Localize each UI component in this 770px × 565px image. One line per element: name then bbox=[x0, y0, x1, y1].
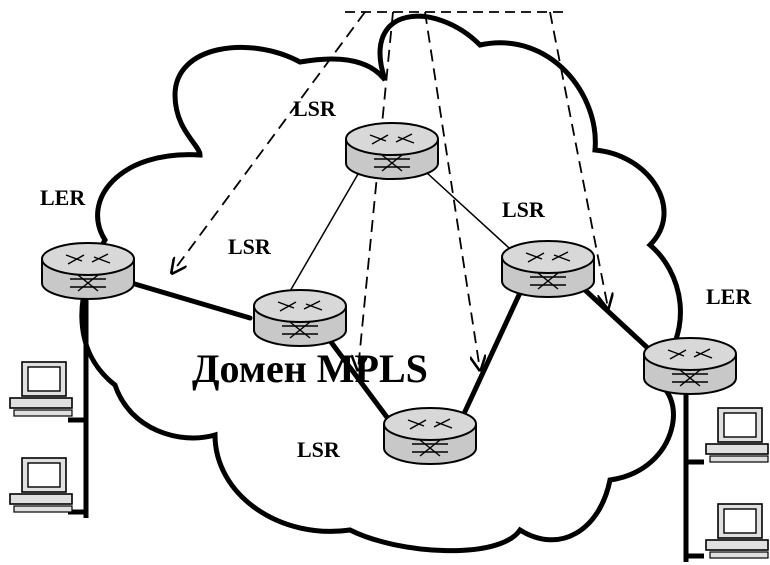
workstation-icon bbox=[705, 503, 769, 559]
ler-label-right: LER bbox=[706, 284, 752, 309]
ler-label-left: LER bbox=[40, 185, 86, 210]
router-icon bbox=[41, 242, 135, 300]
router-icon bbox=[501, 240, 595, 298]
router-icon bbox=[383, 407, 477, 465]
workstation-icon bbox=[9, 457, 73, 513]
thin-links bbox=[281, 161, 521, 306]
lsp-dashed-paths bbox=[172, 11, 608, 370]
router-icon bbox=[253, 289, 347, 347]
lsr-label-top: LSR bbox=[293, 96, 337, 121]
workstation-icon bbox=[705, 407, 769, 463]
diagram-title: Домен MPLS bbox=[192, 346, 428, 391]
lsr-label-middle: LSR bbox=[228, 234, 272, 259]
router-icon bbox=[345, 122, 439, 180]
workstation-icon bbox=[9, 361, 73, 417]
lsr-label-right: LSR bbox=[502, 197, 546, 222]
router-icon bbox=[643, 337, 737, 395]
thick-links bbox=[125, 279, 655, 431]
mpls-cloud-outline bbox=[79, 13, 683, 554]
lsr-label-bottom: LSR bbox=[297, 437, 341, 462]
